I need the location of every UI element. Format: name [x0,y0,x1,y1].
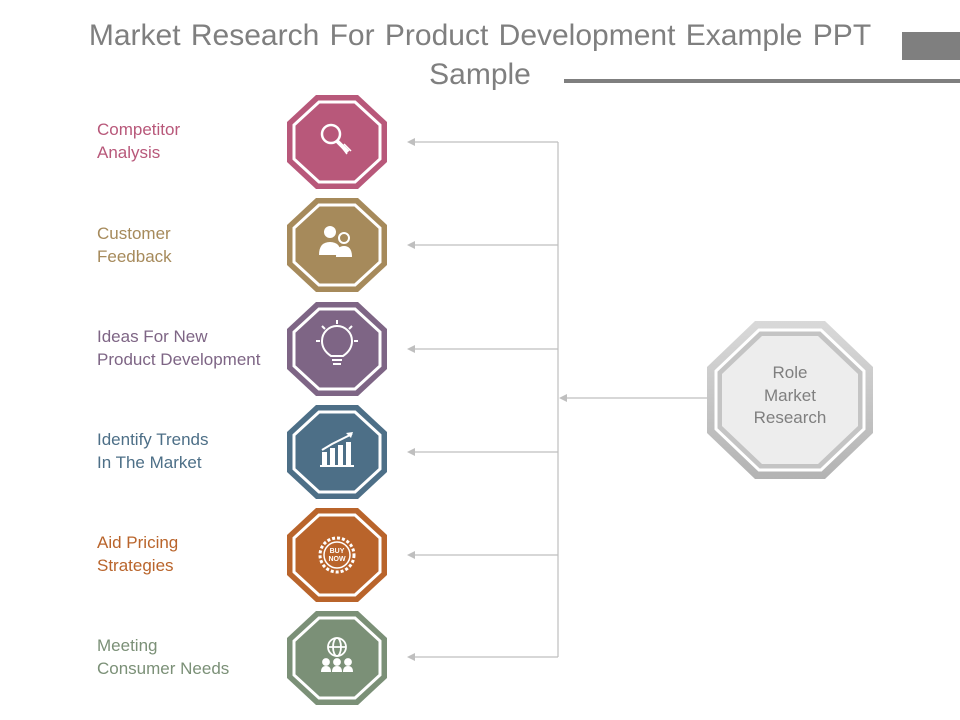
label-line: Product Development [97,350,261,369]
octagon-competitor-analysis [287,95,387,189]
center-label: Role Market Research [726,362,854,430]
label-line: Meeting [97,636,158,655]
label-line: In The Market [97,453,202,472]
arrowhead-4 [407,448,415,456]
octagon-ideas-new-product [287,302,387,396]
lightbulb-icon [316,320,358,365]
bar-chart-icon [320,432,354,467]
title-underline [564,79,960,83]
center-octagon [707,321,873,479]
label-customer-feedback: Customer Feedback [97,222,172,268]
octagon-identify-trends [287,405,387,499]
label-line: Ideas For New [97,327,208,346]
center-label-line: Market [764,385,816,405]
badge-text-now: NOW [328,556,346,563]
center-label-line: Research [753,408,827,427]
magnifier-icon [320,123,352,155]
title-line-2: Sample [429,58,531,91]
label-competitor-analysis: Competitor Analysis [97,118,180,164]
title-accent-box [902,32,960,60]
center-label-line: Role [772,363,808,382]
label-ideas-new-product: Ideas For New Product Development [97,325,260,371]
label-line: Consumer Needs [97,659,230,678]
badge-text-buy: BUY [330,548,345,555]
page-title: Market Research For Product Development … [40,16,920,94]
octagon-meeting-consumer-needs [287,611,387,705]
label-line: Customer [97,224,171,243]
octagon-aid-pricing: BUY NOW [287,508,387,602]
label-line: Analysis [97,143,161,162]
arrowhead-5 [407,551,415,559]
arrowhead-1 [407,138,415,146]
label-line: Competitor [97,120,181,139]
label-meeting-consumer-needs: Meeting Consumer Needs [97,634,229,680]
globe-people-icon [321,637,353,672]
label-aid-pricing: Aid Pricing Strategies [97,531,178,577]
arrowhead-3 [407,345,415,353]
buy-now-badge-icon: BUY NOW [318,536,356,574]
label-line: Identify Trends [97,430,209,449]
label-identify-trends: Identify Trends In The Market [97,428,209,474]
arrowhead-center [559,394,567,402]
label-line: Strategies [97,556,174,575]
arrowhead-6 [407,653,415,661]
title-line-1: Market Research For Product Development … [88,19,872,52]
arrowhead-2 [407,241,415,249]
label-line: Feedback [97,247,172,266]
label-line: Aid Pricing [97,533,179,552]
octagon-customer-feedback [287,198,387,292]
users-icon [319,226,352,257]
